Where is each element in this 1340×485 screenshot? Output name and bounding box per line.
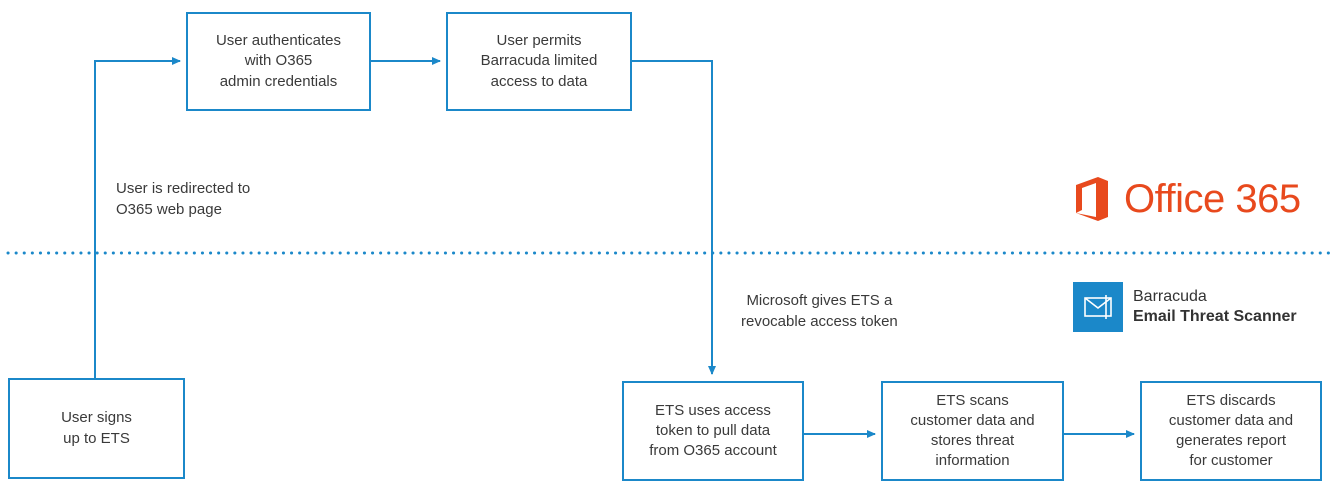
label-redirect: User is redirected to O365 web page <box>116 180 251 218</box>
barracuda-ets-logo: Barracuda Email Threat Scanner <box>1073 282 1297 332</box>
box-permit: User permits Barracuda limited access to… <box>446 12 632 111</box>
arrow-signup-to-auth <box>94 57 181 378</box>
box-authenticate: User authenticates with O365 admin crede… <box>186 12 371 111</box>
office-365-text: Office 365 <box>1124 176 1301 221</box>
box-discard: ETS discards customer data and generates… <box>1140 381 1322 481</box>
office-logo-icon <box>1076 177 1108 221</box>
box-signup-text: User signs up to ETS <box>61 409 132 447</box>
box-scan: ETS scans customer data and stores threa… <box>881 381 1064 481</box>
office-365-logo: Office 365 <box>1074 176 1301 222</box>
box-scan-text: ETS scans customer data and stores threa… <box>910 391 1035 470</box>
barracuda-brand: Barracuda <box>1133 288 1207 305</box>
ets-product-name: Email Threat Scanner <box>1133 308 1297 325</box>
label-token: Microsoft gives ETS a revocable access t… <box>741 292 898 330</box>
envelope-icon <box>1073 282 1123 332</box>
arrow-permit-to-pull <box>632 60 716 375</box>
box-signup: User signs up to ETS <box>8 378 185 479</box>
box-pull: ETS uses access token to pull data from … <box>622 381 804 481</box>
box-discard-text: ETS discards customer data and generates… <box>1168 391 1294 470</box>
box-pull-text: ETS uses access token to pull data from … <box>649 401 777 460</box>
box-permit-text: User permits Barracuda limited access to… <box>480 32 598 90</box>
box-authenticate-text: User authenticates with O365 admin crede… <box>215 32 342 90</box>
